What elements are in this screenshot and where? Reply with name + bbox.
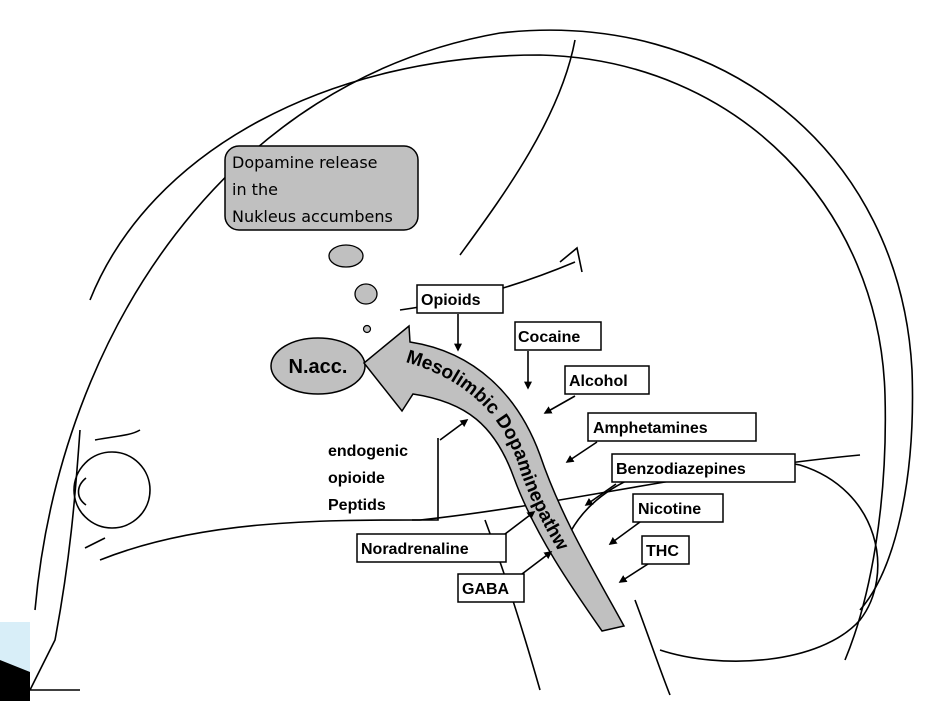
nicotine-label: Nicotine [638, 501, 701, 518]
opioids-box [416, 284, 504, 314]
nicotine-box [632, 493, 724, 523]
nicotine-arrow [608, 521, 641, 545]
face-profile [28, 429, 81, 691]
substance-cocaine: Cocaine [514, 321, 602, 390]
central-sulcus [459, 39, 576, 256]
substance-gaba: GABA [457, 551, 553, 603]
alcohol-box [564, 365, 650, 395]
bubble-line-2: in the [232, 180, 278, 199]
cocaine-label: Cocaine [518, 329, 580, 346]
amphetamines-box [587, 412, 757, 442]
bubble-dot-small [362, 324, 372, 334]
forehead-line [94, 429, 141, 441]
pathway-arrow-shape [362, 324, 626, 632]
thc-arrow [618, 563, 649, 583]
benzodiazepines-arrow [584, 483, 617, 506]
bubble-box [224, 145, 419, 231]
endogenous-bracket [412, 438, 439, 521]
noradrenaline-label: Noradrenaline [361, 541, 469, 558]
cheek-line [84, 537, 106, 549]
bubble-dot-large [328, 244, 364, 268]
endogenous-arrow [439, 419, 469, 441]
alcohol-label: Alcohol [569, 373, 628, 390]
substance-opioids: Opioids [416, 284, 504, 352]
dopamine-release-bubble: Dopamine release in the Nukleus accumben… [224, 145, 419, 334]
substance-nicotine: Nicotine [608, 493, 724, 545]
eye-outline [73, 451, 151, 529]
endogenous-line-3: Peptids [328, 497, 386, 514]
noradrenaline-arrow [504, 511, 536, 535]
alcohol-arrow [543, 395, 576, 414]
cocaine-box [514, 321, 602, 351]
gaba-box [457, 573, 525, 603]
eye-lens [77, 477, 87, 506]
nucleus-accumbens-ellipse [270, 337, 366, 395]
skull-base [99, 519, 421, 561]
substance-amphetamines: Amphetamines [565, 412, 757, 463]
noradrenaline-box [356, 533, 507, 563]
nucleus-accumbens-label: N.acc. [289, 356, 348, 378]
bubble-line-3: Nukleus accumbens [232, 207, 393, 226]
gaba-label: GABA [462, 581, 510, 598]
endogenous-opioid-group: endogenic opioide Peptids [328, 419, 469, 521]
gaba-arrow [521, 551, 553, 575]
bubble-dot-medium [354, 283, 378, 305]
bubble-line-1: Dopamine release [232, 153, 378, 172]
frontal-fold-tip [559, 246, 583, 273]
thc-label: THC [646, 543, 679, 560]
benzodiazepines-box [611, 453, 796, 483]
opioids-label: Opioids [421, 292, 481, 309]
head-outline [28, 29, 914, 696]
slide-corner-decoration [0, 622, 30, 701]
substance-thc: THC [618, 535, 690, 583]
amphetamines-arrow [565, 441, 598, 463]
nucleus-accumbens: N.acc. [270, 337, 366, 395]
skull-outer-outline [34, 29, 914, 611]
brain-outline [89, 54, 887, 661]
substance-noradrenaline: Noradrenaline [356, 511, 536, 563]
endogenous-line-1: endogenic [328, 443, 408, 460]
thc-box [641, 535, 690, 565]
amphetamines-label: Amphetamines [593, 420, 708, 437]
benzodiazepines-label: Benzodiazepines [616, 461, 746, 478]
substance-alcohol: Alcohol [543, 365, 650, 414]
endogenous-line-2: opioide [328, 470, 385, 487]
brainstem-outline [634, 599, 671, 696]
substance-benzodiazepines: Benzodiazepines [584, 453, 796, 506]
